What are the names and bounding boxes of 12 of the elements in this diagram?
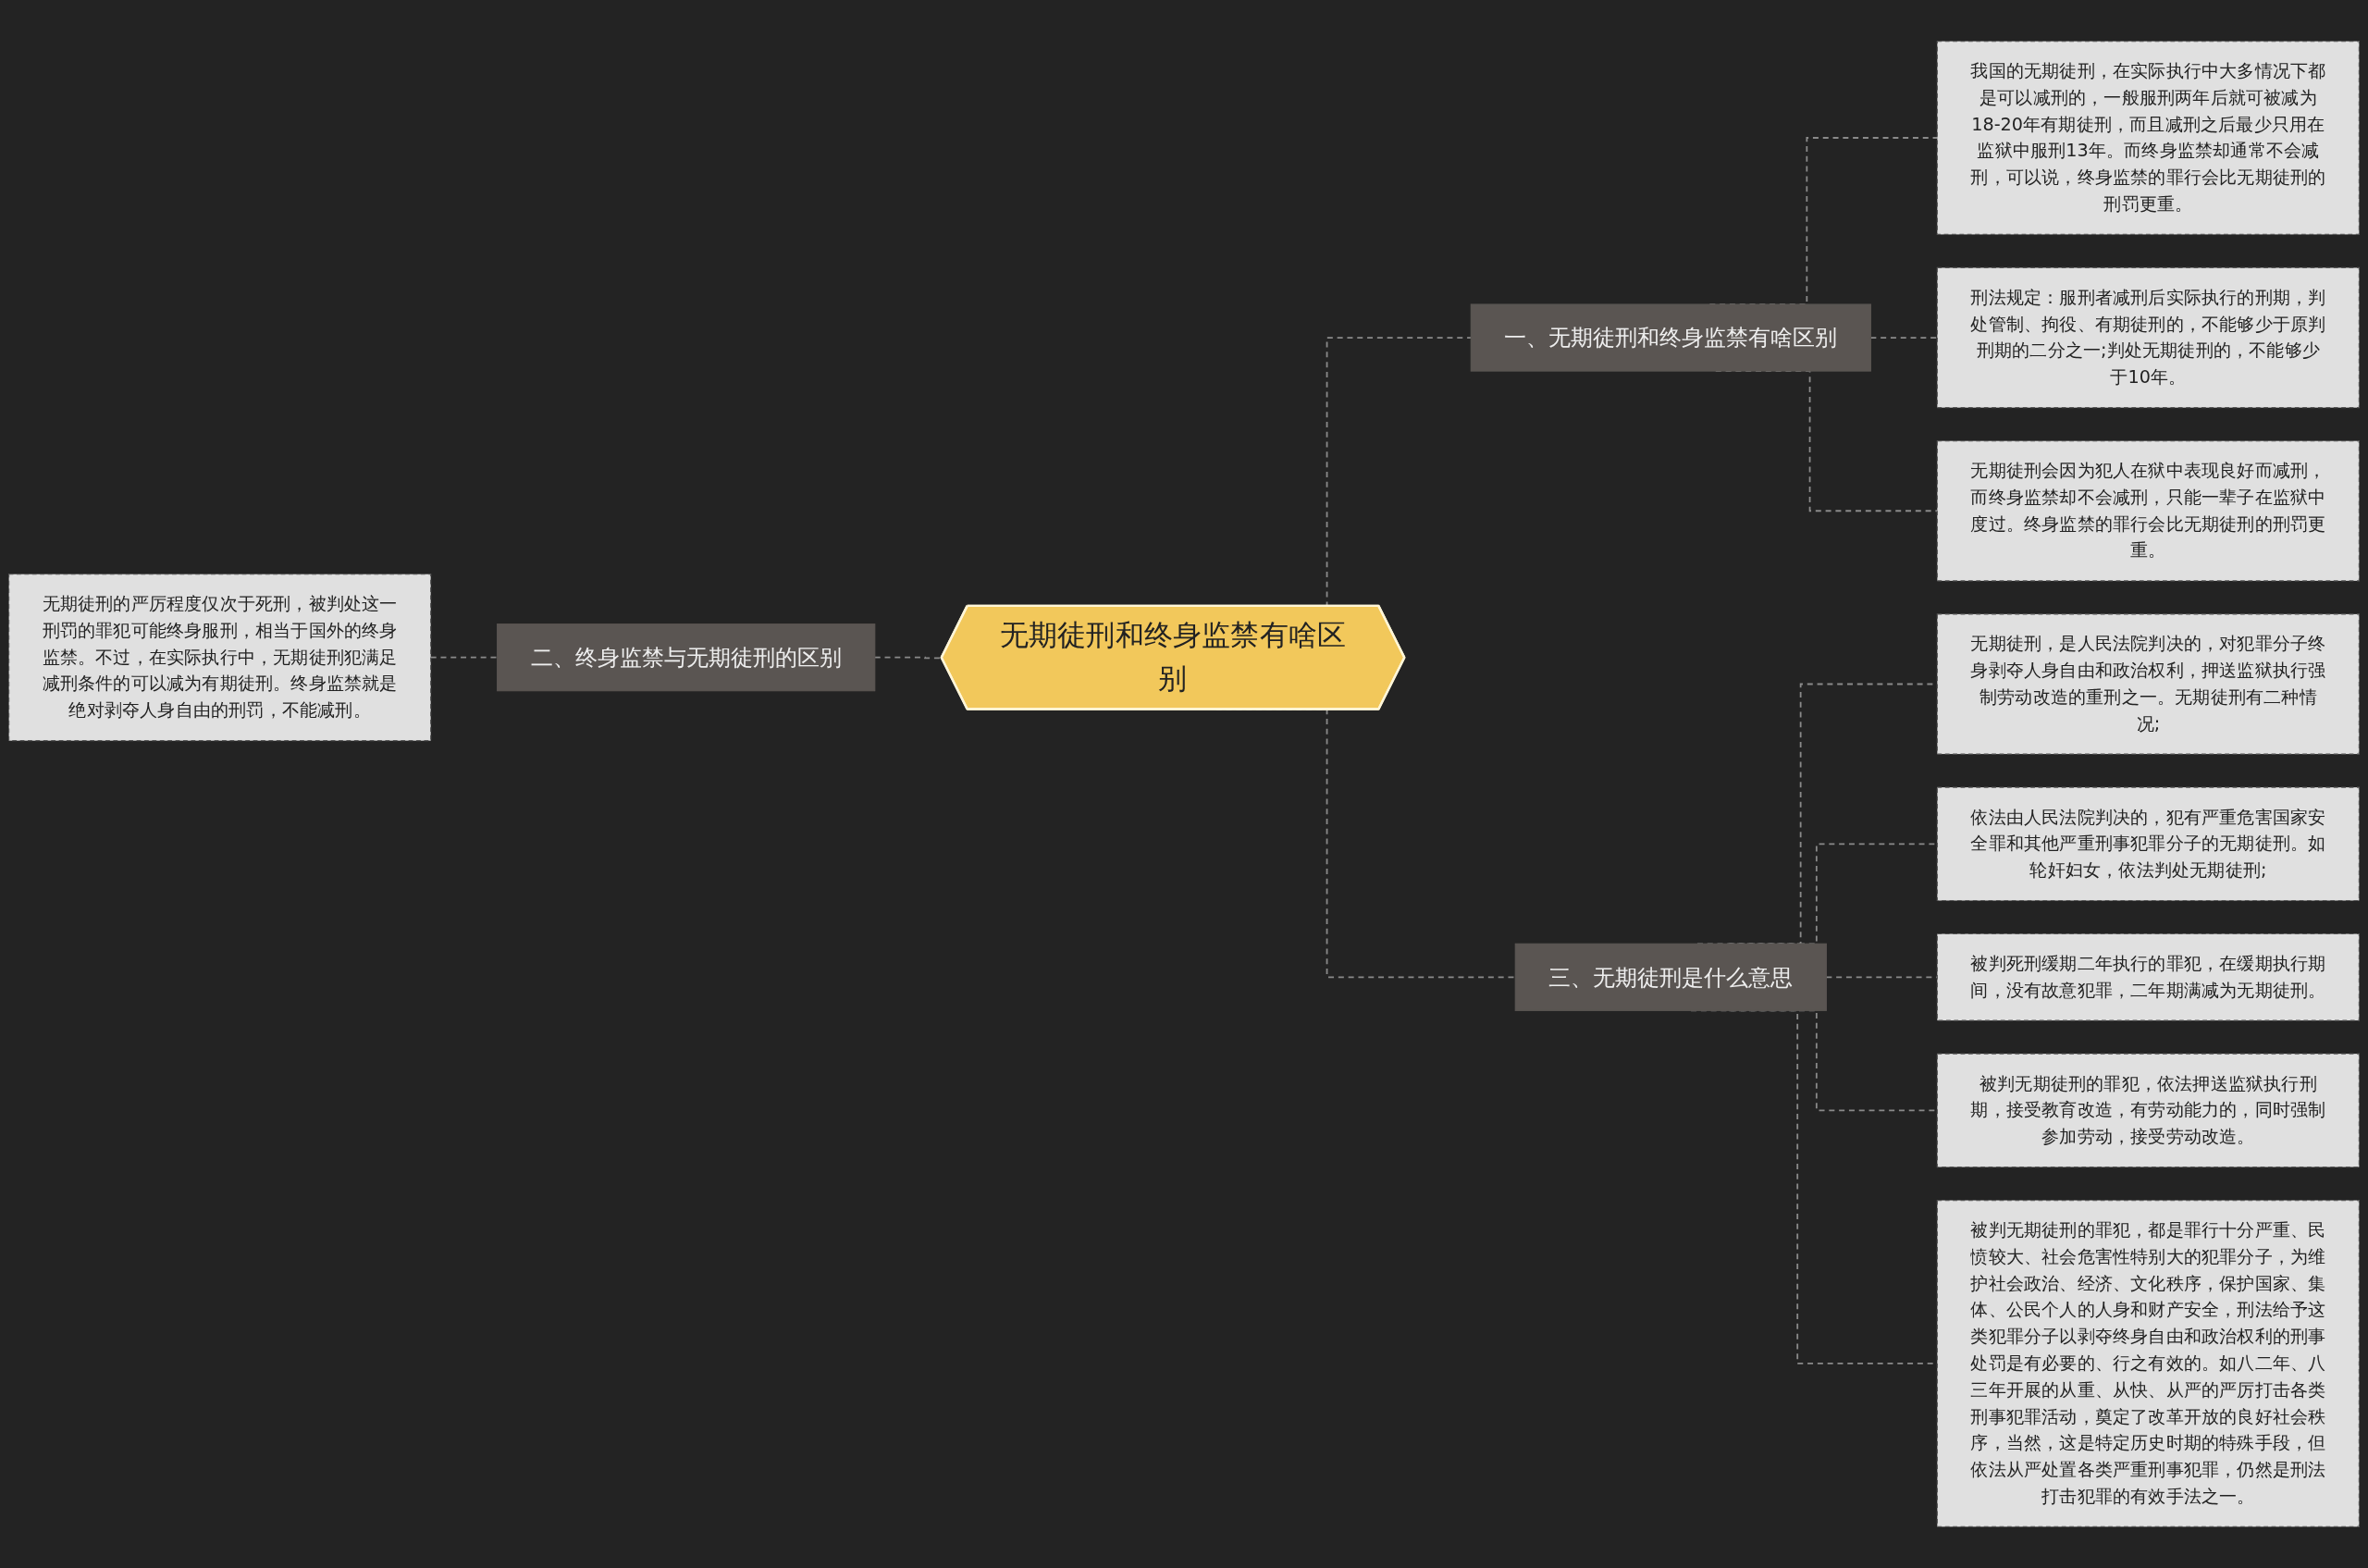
node-box: 无期徒刑的严厉程度仅次于死刑，被判处这一刑罚的罪犯可能终身服刑，相当于国外的终身监禁。不过，在实际执行中，无期徒刑犯满足减刑条件的可以减为有期徒刑。终身监禁就是绝对剥夺人身自由的刑罚，不能减刑。 [8, 574, 432, 742]
node-box: 无期徒刑会因为犯人在狱中表现良好而减刑，而终身监禁却不会减刑，只能一辈子在监狱中度过。终身监禁的罪行会比无期徒刑的刑罚更重。 [1936, 440, 2360, 582]
node-box: 被判无期徒刑的罪犯，依法押送监狱执行刑期，接受教育改造，有劳动能力的，同时强制参加劳动，接受劳动改造。 [1936, 1053, 2360, 1168]
node-box: 三、无期徒刑是什么意思 [1514, 943, 1827, 1011]
node-box: 刑法规定：服刑者减刑后实际执行的刑期，判处管制、拘役、有期徒刑的，不能够少于原判刑期的二分之一;判处无期徒刑的，不能够少于10年。 [1936, 266, 2360, 409]
node-box: 无期徒刑，是人民法院判决的，对犯罪分子终身剥夺人身自由和政治权利，押送监狱执行强制劳动改造的重刑之一。无期徒刑有二种情况; [1936, 613, 2360, 755]
node-box: 一、无期徒刑和终身监禁有啥区别 [1470, 303, 1871, 372]
node-box: 依法由人民法院判决的，犯有严重危害国家安全罪和其他严重刑事犯罪分子的无期徒刑。如轮奸妇女，依法判处无期徒刑; [1936, 786, 2360, 902]
node-box: 被判无期徒刑的罪犯，都是罪行十分严重、民愤较大、社会危害性特别大的犯罪分子，为维护社会政治、经济、文化秩序，保护国家、集体、公民个人的人身和财产安全，刑法给予这类犯罪分子以剥夺终身自由和政治权利的刑事处罚是有必要的、行之有效的。如八二年、八三年开展的从重、从快、从严的严厉打击各类刑事犯罪活动，奠定了改革开放的良好社会秩序，当然，这是特定历史时期的特殊手段，但依法从严处置各类严重刑事犯罪，仍然是刑法打击犯罪的有效手法之一。 [1936, 1199, 2360, 1527]
node-box: 我国的无期徒刑，在实际执行中大多情况下都是可以减刑的，一般服刑两年后就可被减为18-20年有期徒刑，而且减刑之后最少只用在监狱中服刑13年。而终身监禁却通常不会减刑，可以说，终身监禁的罪行会比无期徒刑的刑罚更重。 [1936, 41, 2360, 236]
node-box: 二、终身监禁与无期徒刑的区别 [497, 623, 876, 692]
node-box: 被判死刑缓期二年执行的罪犯，在缓期执行期间，没有故意犯罪，二年期满减为无期徒刑。 [1936, 932, 2360, 1021]
